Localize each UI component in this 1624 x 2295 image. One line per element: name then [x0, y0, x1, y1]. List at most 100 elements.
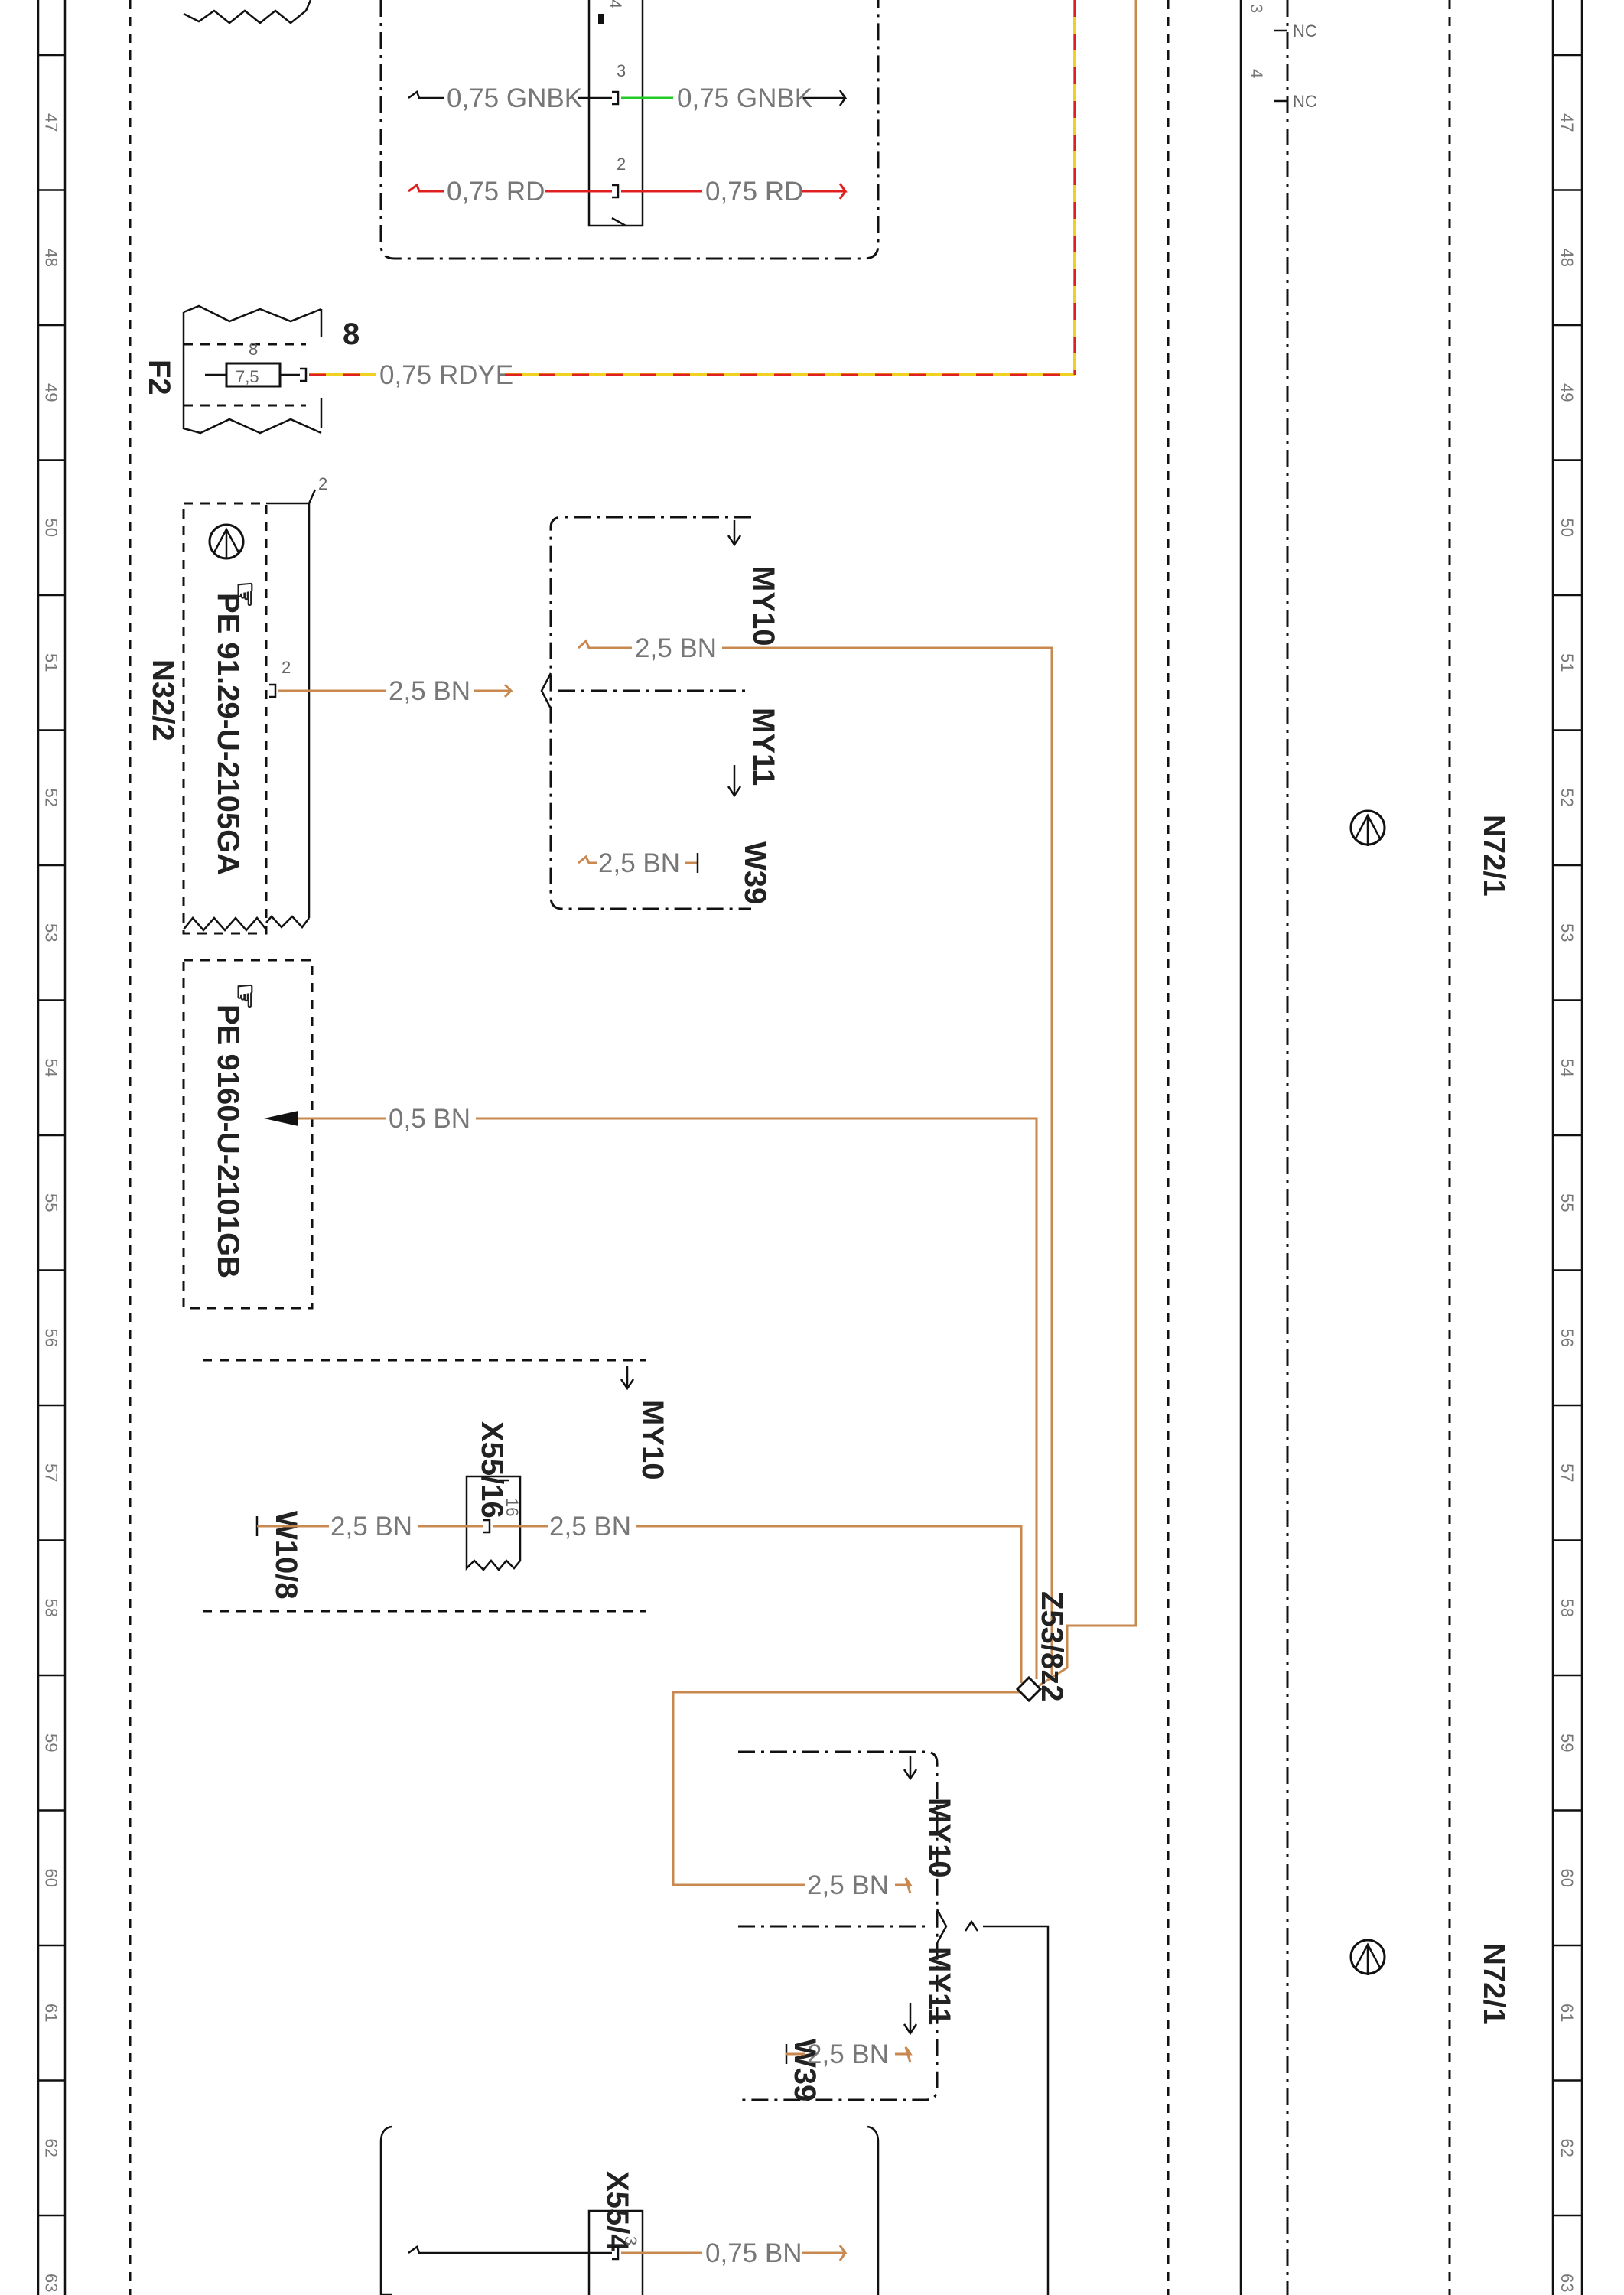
upper-my10: MY10 — [747, 566, 780, 646]
x55-16-wire-right: 2,5 BN — [549, 1512, 631, 1541]
nc-3: NC — [1293, 21, 1317, 41]
top-left-zigzag — [183, 0, 312, 24]
n72-1-column: 3 NC 4 NC N72/1 N72/1 — [1247, 4, 1511, 2025]
lower-ground: W39 — [788, 2039, 822, 2101]
splice-id: Z53/8z2 — [1035, 1591, 1069, 1702]
lower-my11-wire: 2,5 BN — [807, 2039, 889, 2069]
ruler-number: 57 — [1557, 1463, 1577, 1482]
lower-my11: MY11 — [923, 1947, 956, 2025]
ruler-number: 52 — [42, 789, 61, 807]
nc-3-pin: 3 — [1247, 4, 1266, 13]
lower-my10-wire: 2,5 BN — [807, 1870, 889, 1900]
splice-node — [1015, 1675, 1043, 1703]
n72-label-b: N72/1 — [1477, 1943, 1511, 2025]
ruler-number: 54 — [42, 1059, 61, 1077]
nc-4-pin: 4 — [1247, 69, 1266, 78]
left-ruler: 47 48 49 50 51 52 53 54 55 56 57 58 59 60 61 62 63 — [37, 0, 67, 2295]
ruler-number: 55 — [1557, 1193, 1577, 1212]
x55-16-block: MY10 X55/16 16 W10/8 2,5 BN 2,5 BN — [203, 1359, 1023, 1683]
splice-z53: Z53/8z2 — [672, 0, 1137, 1886]
gnbk-left-label: 0,75 GNBK — [447, 83, 582, 113]
ruler-number: 54 — [1557, 1059, 1577, 1077]
rdye-label: 0,75 RDYE — [379, 360, 513, 390]
rd-right-label: 0,75 RD — [705, 177, 803, 207]
ruler-number: 48 — [1557, 249, 1577, 267]
fuse-id: F2 — [142, 360, 176, 396]
ruler-number: 47 — [1557, 113, 1577, 132]
ruler-number: 62 — [42, 2139, 61, 2157]
ruler-number: 56 — [42, 1329, 61, 1347]
upper-my10-wire: 2,5 BN — [635, 633, 717, 663]
ruler-number: 60 — [1557, 1869, 1577, 1887]
ruler-number: 63 — [1557, 2274, 1577, 2292]
ruler-number: 47 — [42, 113, 61, 132]
n32-hand-icon: ☞ — [228, 581, 262, 608]
right-ruler: 47 48 49 50 51 52 53 54 55 56 57 58 59 60 61 62 63 — [1551, 0, 1583, 2295]
ruler-number: 53 — [42, 923, 61, 942]
ruler-number: 50 — [1557, 519, 1577, 537]
ruler-number: 58 — [1557, 1599, 1577, 1617]
ruler-number: 53 — [1557, 923, 1577, 942]
upper-my11: MY11 — [747, 708, 780, 786]
ruler-number: 62 — [1557, 2139, 1577, 2157]
top-connector-block: 4 0,75 GNBK 0,75 GNBK 3 0,75 RD 0,75 RD … — [379, 0, 880, 260]
ruler-number: 50 — [42, 519, 61, 537]
x55-4-block: X55/4 3 0,75 BN — [379, 2125, 880, 2295]
x55-16-wire-left: 2,5 BN — [330, 1512, 412, 1541]
n72-sensor-icon-a — [1349, 809, 1386, 846]
pe-arrow — [264, 1111, 298, 1126]
n32-pin: 2 — [282, 658, 291, 677]
nc-4: NC — [1293, 92, 1317, 111]
rd-left-label: 0,75 RD — [447, 177, 545, 207]
upper-my11-wire: 2,5 BN — [598, 848, 680, 878]
x55-4-wire: 0,75 BN — [705, 2238, 802, 2268]
n72-label-a: N72/1 — [1477, 815, 1511, 897]
ruler-number: 58 — [42, 1599, 61, 1617]
n72-sensor-icon-b — [1349, 1939, 1386, 1975]
ruler-number: 49 — [1557, 383, 1577, 402]
gnbk-pin: 3 — [617, 61, 626, 80]
gnbk-right-label: 0,75 GNBK — [677, 83, 812, 113]
ruler-number: 48 — [42, 249, 61, 267]
top-pin-4: 4 — [606, 0, 625, 8]
pe-hand-icon: ☞ — [228, 982, 262, 1010]
n32-ref: PE 91.29-U-2105GA — [211, 593, 245, 875]
x55-16-id: X55/16 — [475, 1421, 509, 1519]
ruler-number: 59 — [1557, 1733, 1577, 1752]
variant-block-lower: MY10 MY11 2,5 BN W39 2,5 BN — [738, 1750, 1050, 2295]
ruler-number: 61 — [1557, 2004, 1577, 2022]
ruler-number: 63 — [42, 2274, 61, 2292]
fuse-pin-outside: 8 — [343, 317, 360, 351]
ruler-number: 61 — [42, 2004, 61, 2022]
x55-4-pin: 3 — [621, 2236, 640, 2245]
pe-wire-label: 0,5 BN — [389, 1104, 470, 1134]
ruler-number: 51 — [1557, 653, 1577, 672]
ruler-number: 59 — [42, 1733, 61, 1752]
ruler-number: 51 — [42, 653, 61, 672]
x55-16-pin: 16 — [503, 1498, 522, 1516]
pe-9160-ref: PE 9160-U-2101GB — [211, 1004, 245, 1278]
ruler-number: 55 — [42, 1193, 61, 1212]
upper-ground: W39 — [738, 842, 772, 904]
fuse-f2: 7,5 8 8 F2 0,75 RDYE — [142, 0, 1076, 435]
ruler-number: 57 — [42, 1463, 61, 1482]
n32-2-component: 2 ☞ PE 91.29-U-2105GA N32/2 2 2,5 BN — [146, 474, 514, 935]
x55-4-id: X55/4 — [600, 2171, 634, 2251]
ruler-number: 60 — [42, 1869, 61, 1887]
variant-block-upper: MY10 MY11 2,5 BN 2,5 BN W39 — [540, 516, 1053, 1675]
fuse-pin: 8 — [249, 340, 258, 359]
rd-pin: 2 — [617, 155, 626, 174]
x55-16-ground: W10/8 — [269, 1511, 303, 1600]
n32-id: N32/2 — [146, 659, 180, 741]
x55-16-variant: MY10 — [636, 1400, 669, 1480]
ruler-number: 49 — [42, 383, 61, 402]
lower-my10: MY10 — [923, 1798, 956, 1878]
fuse-rating: 7,5 — [236, 367, 259, 386]
n32-pin-top: 2 — [318, 474, 327, 493]
ruler-number: 52 — [1557, 789, 1577, 807]
n32-wire-label: 2,5 BN — [389, 676, 470, 706]
pe-9160-box: ☞ PE 9160-U-2101GB 0,5 BN — [182, 959, 1038, 1679]
ruler-number: 56 — [1557, 1329, 1577, 1347]
top-connector-mark — [598, 14, 604, 24]
